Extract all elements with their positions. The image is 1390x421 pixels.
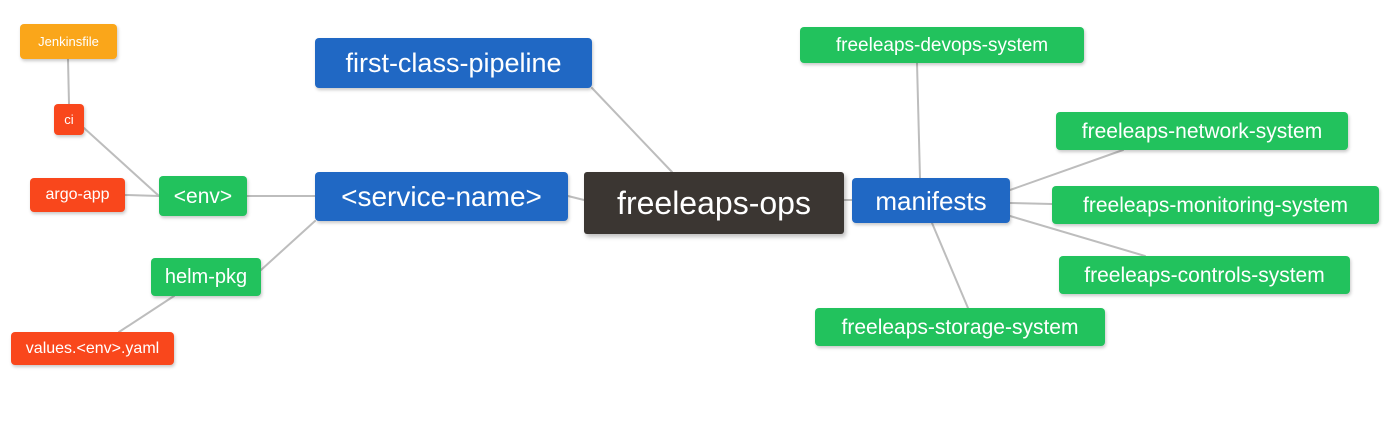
mindmap-node-jenkinsfile[interactable]: Jenkinsfile [20, 24, 117, 59]
mindmap-node-ci[interactable]: ci [54, 104, 84, 135]
mindmap-node-freeleaps-network-system[interactable]: freeleaps-network-system [1056, 112, 1348, 150]
mindmap-node-freeleaps-ops[interactable]: freeleaps-ops [584, 172, 844, 234]
edge-service-name-to-freeleaps-ops [567, 195, 585, 201]
mindmap-node-first-class-pipeline[interactable]: first-class-pipeline [315, 38, 592, 88]
mindmap-node-helm-pkg[interactable]: helm-pkg [151, 258, 261, 296]
mindmap-node-manifests[interactable]: manifests [852, 178, 1010, 223]
edge-first-class-pipeline-to-freeleaps-ops [591, 87, 673, 173]
edge-manifests-to-freeleaps-devops-system [916, 62, 921, 179]
mindmap-node-service-name[interactable]: <service-name> [315, 172, 568, 221]
mindmap-node-freeleaps-monitoring-system[interactable]: freeleaps-monitoring-system [1052, 186, 1379, 224]
edge-argo-app-to-env [124, 194, 160, 197]
mindmap-node-freeleaps-devops-system[interactable]: freeleaps-devops-system [800, 27, 1084, 63]
mindmap-node-values-env-yaml[interactable]: values.<env>.yaml [11, 332, 174, 365]
edge-service-name-to-helm-pkg [260, 220, 316, 271]
mindmap-node-argo-app[interactable]: argo-app [30, 178, 125, 212]
edge-manifests-to-freeleaps-network-system [1009, 149, 1124, 191]
mindmap-node-env[interactable]: <env> [159, 176, 247, 216]
mindmap-node-freeleaps-controls-system[interactable]: freeleaps-controls-system [1059, 256, 1350, 294]
mindmap-node-freeleaps-storage-system[interactable]: freeleaps-storage-system [815, 308, 1105, 346]
edge-manifests-to-freeleaps-monitoring-system [1009, 202, 1053, 205]
edge-helm-pkg-to-values-env-yaml [118, 295, 175, 333]
edge-jenkinsfile-to-ci [67, 58, 70, 105]
edge-manifests-to-freeleaps-storage-system [931, 222, 969, 309]
